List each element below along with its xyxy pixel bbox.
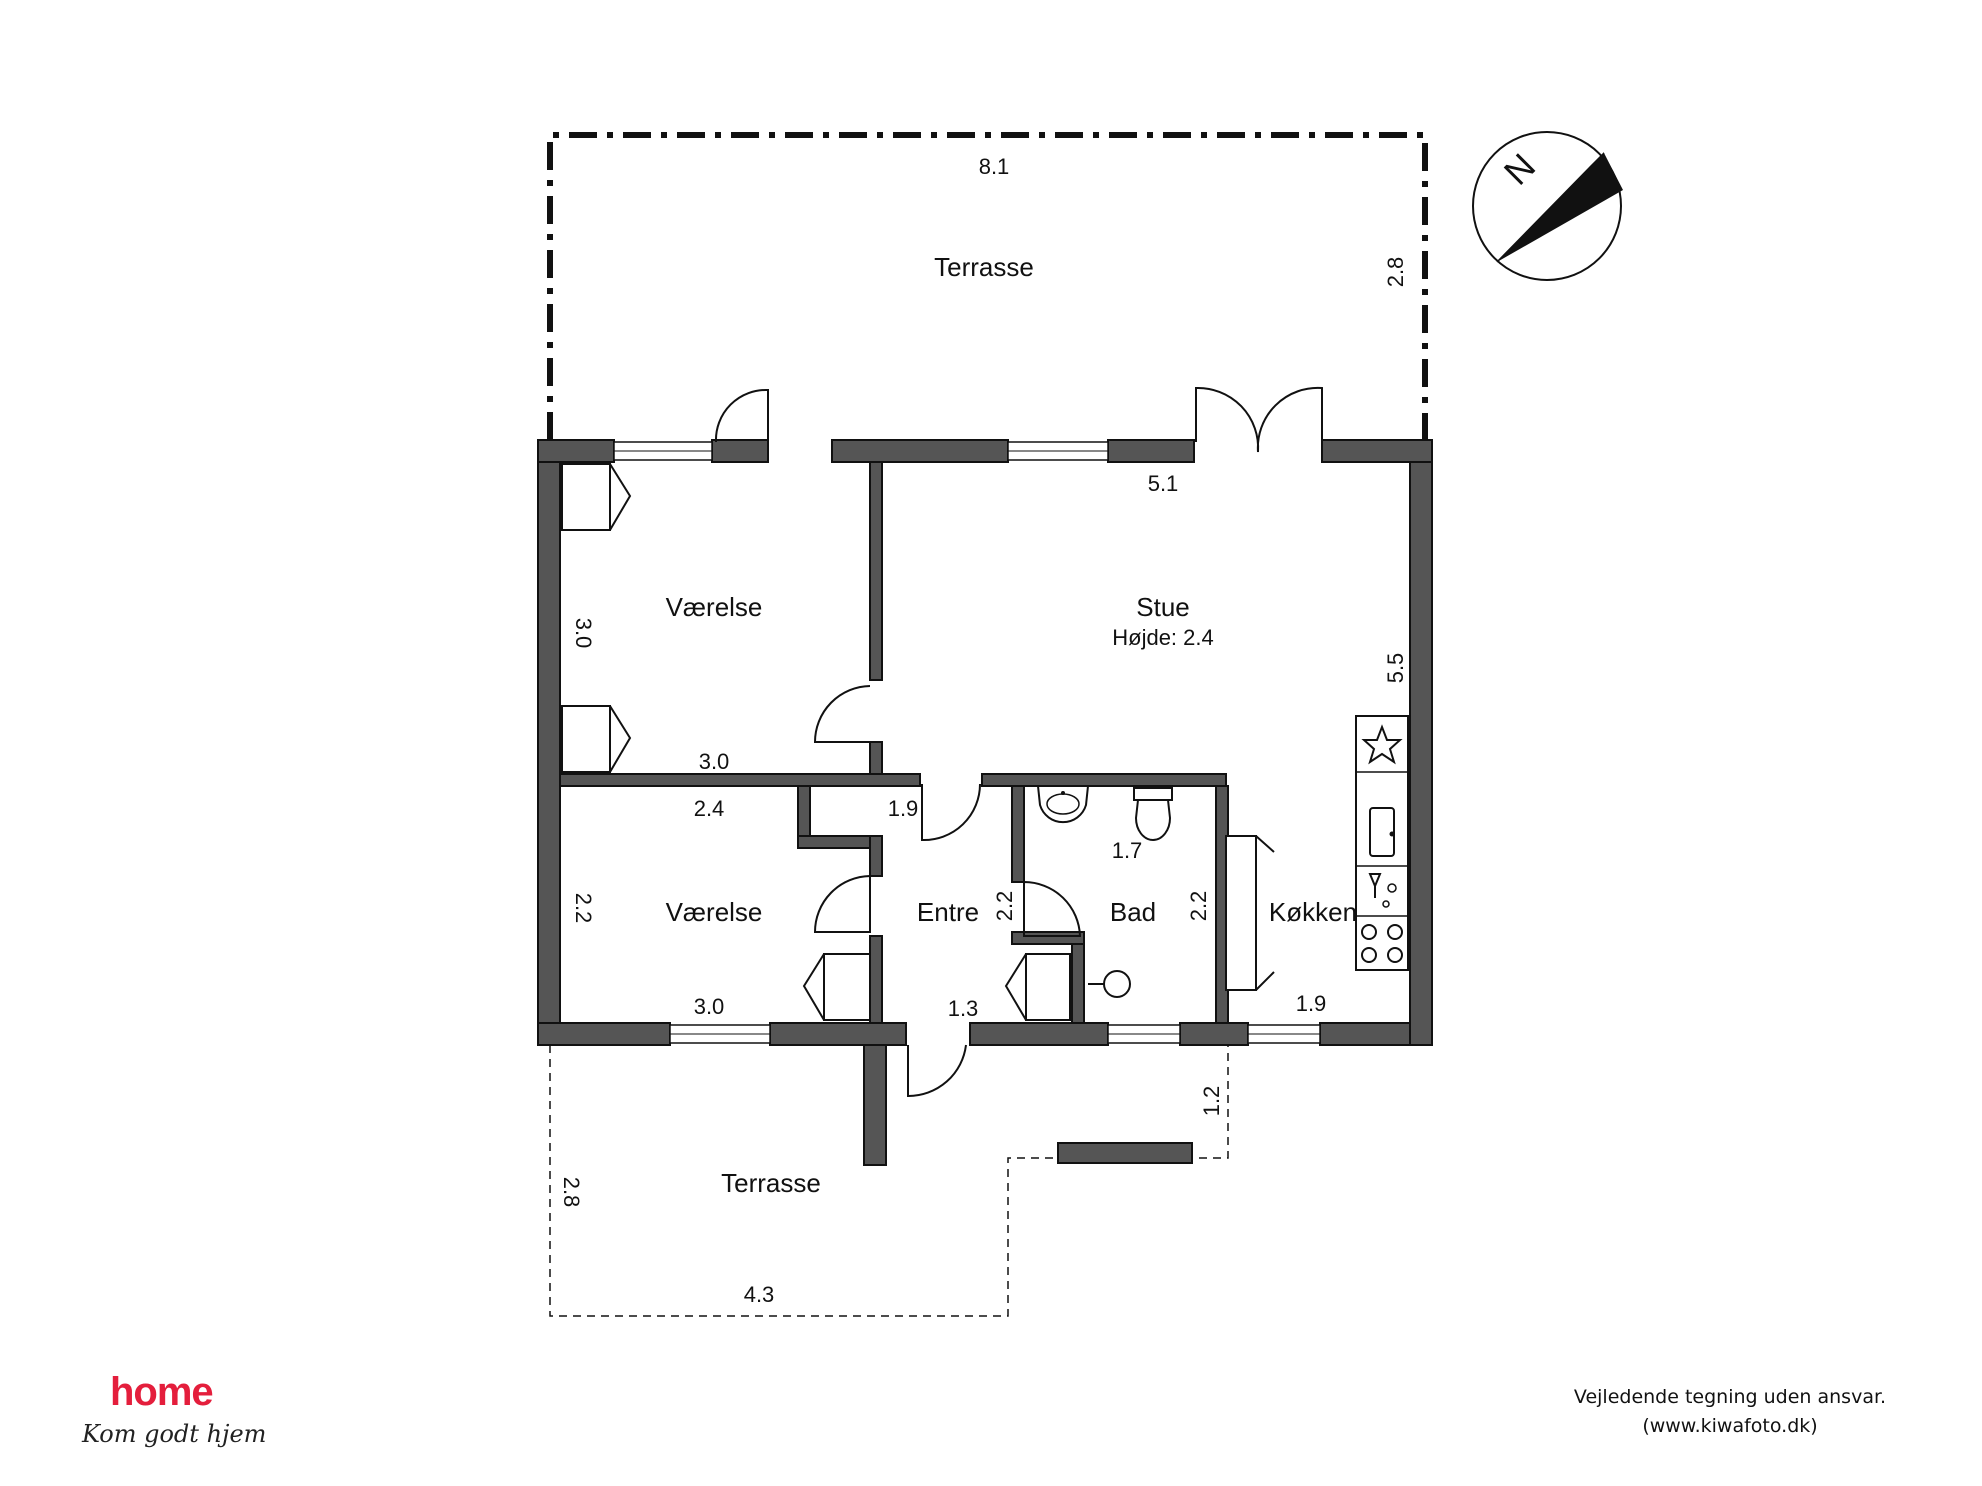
terrace-top-outline <box>547 132 1428 440</box>
door-double-left <box>1195 386 1260 453</box>
brand-logo: home Kom godt hjem <box>82 1370 266 1470</box>
door-double-right <box>1256 386 1323 453</box>
door-vaerelse-bottom <box>813 875 871 933</box>
door-hall <box>921 783 981 842</box>
disclaimer: Vejledende tegning uden ansvar. (www.kiw… <box>1530 1383 1930 1441</box>
brand-tagline: Kom godt hjem <box>82 1420 267 1448</box>
dim-terrasse-bottom-side: 1.2 <box>1199 1086 1224 1117</box>
door-terrace-left <box>714 388 769 443</box>
dim-vaerelse-bottom-top-width: 2.4 <box>694 796 725 821</box>
door-vaerelse-top <box>813 685 871 743</box>
room-bad: Bad <box>1110 897 1156 927</box>
washbasin-icon <box>1036 785 1090 824</box>
doors <box>714 386 1323 1098</box>
windows <box>613 441 1321 1044</box>
dim-vaerelse-top-depth: 3.0 <box>571 618 596 649</box>
room-terrasse-bottom: Terrasse <box>721 1168 821 1198</box>
dim-kokken-width: 1.9 <box>1296 991 1327 1016</box>
cupboards <box>561 463 1275 1021</box>
stue-height: Højde: 2.4 <box>1112 625 1214 650</box>
dim-terrasse-bottom-width: 4.3 <box>744 1282 775 1307</box>
room-labels: Terrasse Værelse Stue Højde: 2.4 Værelse… <box>666 252 1357 1198</box>
disclaimer-line-2: (www.kiwafoto.dk) <box>1642 1415 1818 1437</box>
dim-hall-width: 1.9 <box>888 796 919 821</box>
sink-icon <box>1369 807 1395 857</box>
compass: N <box>1472 131 1623 281</box>
room-entre: Entre <box>917 897 979 927</box>
dim-entre-depth: 2.2 <box>992 891 1017 922</box>
drain-icon <box>1103 970 1131 998</box>
room-vaerelse-bottom: Værelse <box>666 897 763 927</box>
dim-vaerelse-bottom-depth: 2.2 <box>571 893 596 924</box>
dim-bad-width: 1.7 <box>1112 838 1143 863</box>
disclaimer-line-1: Vejledende tegning uden ansvar. <box>1573 1386 1887 1408</box>
room-kokken: Køkken <box>1269 897 1357 927</box>
room-vaerelse-top: Værelse <box>666 592 763 622</box>
dim-terrasse-bottom-depth: 2.8 <box>559 1177 584 1208</box>
dim-terrasse-top-width: 8.1 <box>979 154 1010 179</box>
dim-bad-depth: 2.2 <box>1186 891 1211 922</box>
kitchen-counter <box>1355 715 1409 971</box>
toilet-icon <box>1133 787 1173 841</box>
dim-vaerelse-top-width: 3.0 <box>699 749 730 774</box>
door-bad <box>1023 881 1082 937</box>
room-terrasse-top: Terrasse <box>934 252 1034 282</box>
outer-walls <box>537 439 1433 1046</box>
glass-icon <box>1368 873 1382 898</box>
dimension-labels: 8.1 2.8 5.1 5.5 3.0 3.0 2.4 1.9 1.7 2.2 … <box>559 154 1408 1307</box>
dim-terrasse-top-depth: 2.8 <box>1383 257 1408 288</box>
hob-icon <box>1361 924 1403 963</box>
bathroom-fixtures <box>1036 785 1173 998</box>
dim-stue-width: 5.1 <box>1148 471 1179 496</box>
room-stue: Stue <box>1136 592 1190 622</box>
terrace-bottom-outline <box>549 1045 1229 1317</box>
star-icon <box>1361 724 1403 765</box>
brand-name: home <box>110 1370 214 1414</box>
dim-stue-depth: 5.5 <box>1383 653 1408 684</box>
dim-vaerelse-bottom-width: 3.0 <box>694 994 725 1019</box>
dim-entre-width: 1.3 <box>948 996 979 1021</box>
door-entrance <box>907 1044 967 1098</box>
